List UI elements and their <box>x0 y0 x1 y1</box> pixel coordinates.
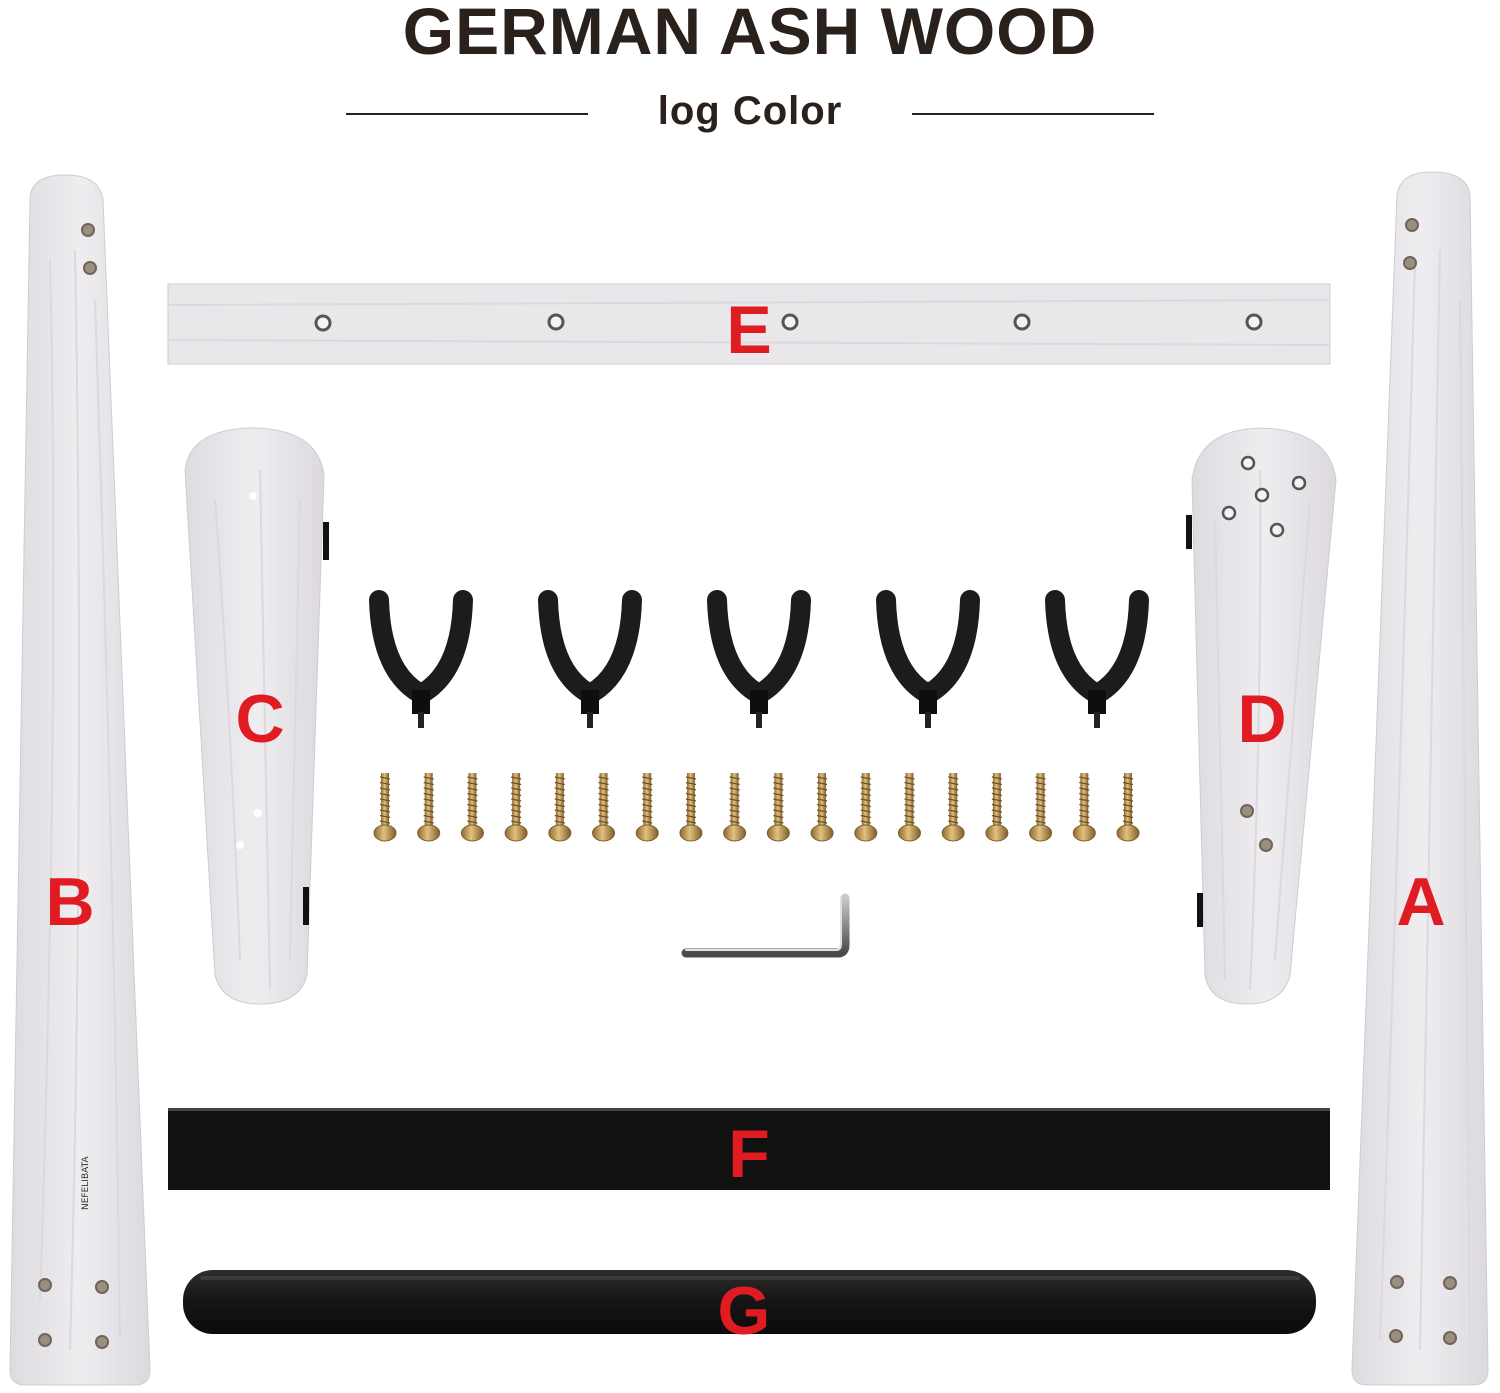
screw-hole <box>1221 505 1237 521</box>
screw-set <box>373 773 1140 842</box>
guitar-hook-icon <box>1045 590 1149 728</box>
part-label-c: C <box>235 681 284 757</box>
part-label-g: G <box>718 1273 771 1349</box>
guitar-hooks <box>369 590 1149 728</box>
part-label-a: A <box>1396 864 1445 940</box>
screw-hole <box>1259 838 1273 852</box>
screw-hole <box>1254 487 1270 503</box>
guitar-hook-icon <box>538 590 642 728</box>
screw-hole <box>1443 1276 1457 1290</box>
screw-hole <box>95 1280 109 1294</box>
screw-hole <box>314 314 332 332</box>
screw-hole <box>83 261 97 275</box>
screw-hole <box>95 1335 109 1349</box>
screw-icon <box>1029 773 1053 842</box>
screw-hole <box>1291 475 1307 491</box>
part-f-bar: F <box>168 1108 1330 1192</box>
screw-icon <box>373 773 397 842</box>
screw-icon <box>810 773 834 842</box>
screw-hole <box>1269 522 1285 538</box>
part-label-e: E <box>726 292 771 368</box>
screw-icon <box>941 773 965 842</box>
screw-icon <box>679 773 703 842</box>
screw-hole <box>1245 313 1263 331</box>
guitar-hook-icon <box>707 590 811 728</box>
screw-hole <box>1405 218 1419 232</box>
screw-hole <box>1443 1331 1457 1345</box>
screw-hole <box>1403 256 1417 270</box>
divider-right <box>912 113 1154 115</box>
screw-hole <box>1240 455 1256 471</box>
part-label-f: F <box>728 1116 770 1192</box>
screw-icon <box>548 773 572 842</box>
screw-icon <box>635 773 659 842</box>
screw-hole <box>1240 804 1254 818</box>
screw-hole <box>1390 1275 1404 1289</box>
screw-hole <box>38 1333 52 1347</box>
screw-icon <box>723 773 747 842</box>
screw-icon <box>1072 773 1096 842</box>
screw-icon <box>854 773 878 842</box>
part-e-crossbar: E <box>167 283 1331 368</box>
hex-key-icon <box>681 893 850 958</box>
screw-icon <box>766 773 790 842</box>
part-label-b: B <box>45 864 94 940</box>
screw-hole <box>38 1278 52 1292</box>
screw-hole <box>781 313 799 331</box>
screw-icon <box>417 773 441 842</box>
screw-hole <box>547 313 565 331</box>
part-label-d: D <box>1237 681 1286 757</box>
part-a-leg: A <box>1351 171 1489 1386</box>
part-c-arm: C <box>184 427 329 1005</box>
screw-icon <box>897 773 921 842</box>
page-title: GERMAN ASH WOOD <box>402 0 1098 68</box>
screw-icon <box>1116 773 1140 842</box>
screw-hole <box>81 223 95 237</box>
part-d-arm: D <box>1186 427 1337 1005</box>
screw-icon <box>592 773 616 842</box>
guitar-hook-icon <box>369 590 473 728</box>
screw-hole <box>249 492 257 500</box>
brand-mark: NEFELIBATA <box>81 1156 91 1210</box>
screw-hole <box>1389 1329 1403 1343</box>
screw-icon <box>460 773 484 842</box>
guitar-hook-icon <box>876 590 980 728</box>
screw-icon <box>504 773 528 842</box>
screw-hole <box>254 809 262 817</box>
part-g-foam-tube: G <box>183 1270 1316 1349</box>
page-subtitle: log Color <box>657 89 843 133</box>
part-b-leg: NEFELIBATA B <box>9 174 151 1386</box>
divider-left <box>346 113 588 115</box>
screw-hole <box>236 841 244 849</box>
screw-icon <box>985 773 1009 842</box>
screw-hole <box>1013 313 1031 331</box>
